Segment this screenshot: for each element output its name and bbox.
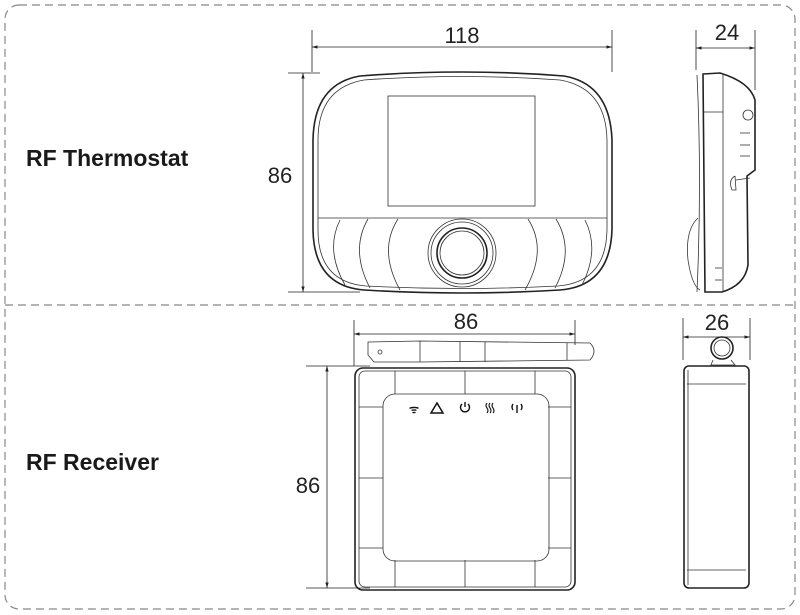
thermostat-depth-value: 24 <box>715 20 739 45</box>
thermostat-width-value: 118 <box>444 23 479 48</box>
receiver-front-panel <box>382 393 550 562</box>
thermostat-height-value: 86 <box>268 163 292 188</box>
receiver-indicator-icons: ᯤ <box>409 401 523 416</box>
receiver-front-view <box>354 340 595 591</box>
signal-antenna-icon <box>511 403 523 413</box>
receiver-antenna <box>367 340 595 363</box>
thermostat-front-view <box>312 71 613 294</box>
heating-icon <box>485 402 495 414</box>
power-icon <box>459 402 471 413</box>
receiver-depth-value: 26 <box>705 310 729 335</box>
thermostat-knob <box>427 218 497 288</box>
receiver-side-view <box>683 336 750 589</box>
receiver-width-value: 86 <box>454 309 478 334</box>
wifi-icon: ᯤ <box>409 403 419 416</box>
receiver-height-value: 86 <box>296 473 320 498</box>
warning-icon <box>429 401 445 414</box>
thermostat-side-view <box>687 72 756 293</box>
thermostat-screen <box>387 95 536 207</box>
thermostat-label: RF Thermostat <box>26 145 189 171</box>
outer-dashed-border <box>4 4 796 610</box>
receiver-label: RF Receiver <box>26 449 159 475</box>
